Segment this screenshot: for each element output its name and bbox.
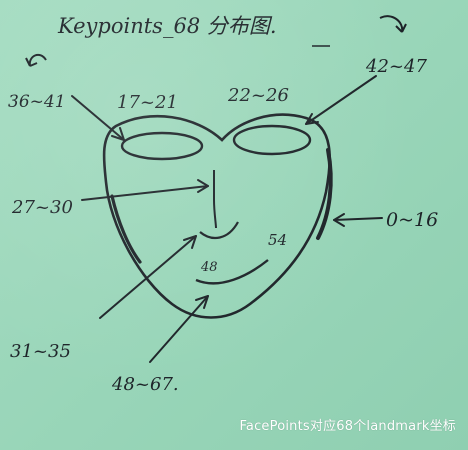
mouth-right-point-label: 54 — [268, 231, 287, 249]
arrow-to-nose-base-head — [183, 235, 197, 249]
arrow-to-mouth — [149, 295, 209, 363]
arrow-to-nose-base — [99, 235, 197, 319]
rotate-left-arrowhead-icon — [25, 57, 38, 67]
arrow-to-nose-bridge — [81, 185, 209, 201]
jaw-edge-right — [316, 148, 333, 240]
region-label-right-brow: 22~26 — [227, 85, 289, 106]
arrow-to-jaw-head — [333, 213, 345, 227]
diagram-title: Keypoints_68 分布图. — [57, 14, 277, 38]
face-outline — [102, 113, 331, 319]
nose-bridge-line — [213, 170, 217, 229]
region-label-right-eye: 42~47 — [365, 56, 427, 77]
region-label-jaw: 0~16 — [386, 209, 438, 231]
arrow-to-right-eye — [305, 75, 377, 125]
jaw-edge-left — [110, 194, 142, 264]
region-label-left-eye: 36~41 — [8, 92, 66, 112]
image-caption: FacePoints对应68个landmark坐标 — [239, 419, 456, 434]
mouth-left-point-label: 48 — [200, 260, 218, 275]
mouth-curve — [195, 259, 269, 285]
rotate-right-icon — [379, 15, 404, 33]
arrow-to-mouth-head — [195, 295, 209, 309]
region-label-nose-base: 31~35 — [10, 341, 71, 362]
nose-base-line — [199, 221, 239, 240]
rotate-right-arrowhead-icon — [395, 23, 407, 33]
region-label-nose-bridge: 27~30 — [11, 197, 73, 218]
region-label-mouth: 48~67. — [111, 374, 179, 395]
region-label-left-brow: 17~21 — [117, 92, 178, 113]
arrow-to-jaw — [333, 217, 383, 221]
arrow-to-nose-bridge-head — [197, 179, 209, 193]
left-eye-outline — [120, 131, 204, 161]
arrow-to-left-eye — [71, 95, 125, 141]
arrow-to-left-eye-head — [111, 127, 125, 141]
right-eye-outline — [232, 124, 312, 156]
arrow-to-right-eye-head — [305, 113, 319, 125]
